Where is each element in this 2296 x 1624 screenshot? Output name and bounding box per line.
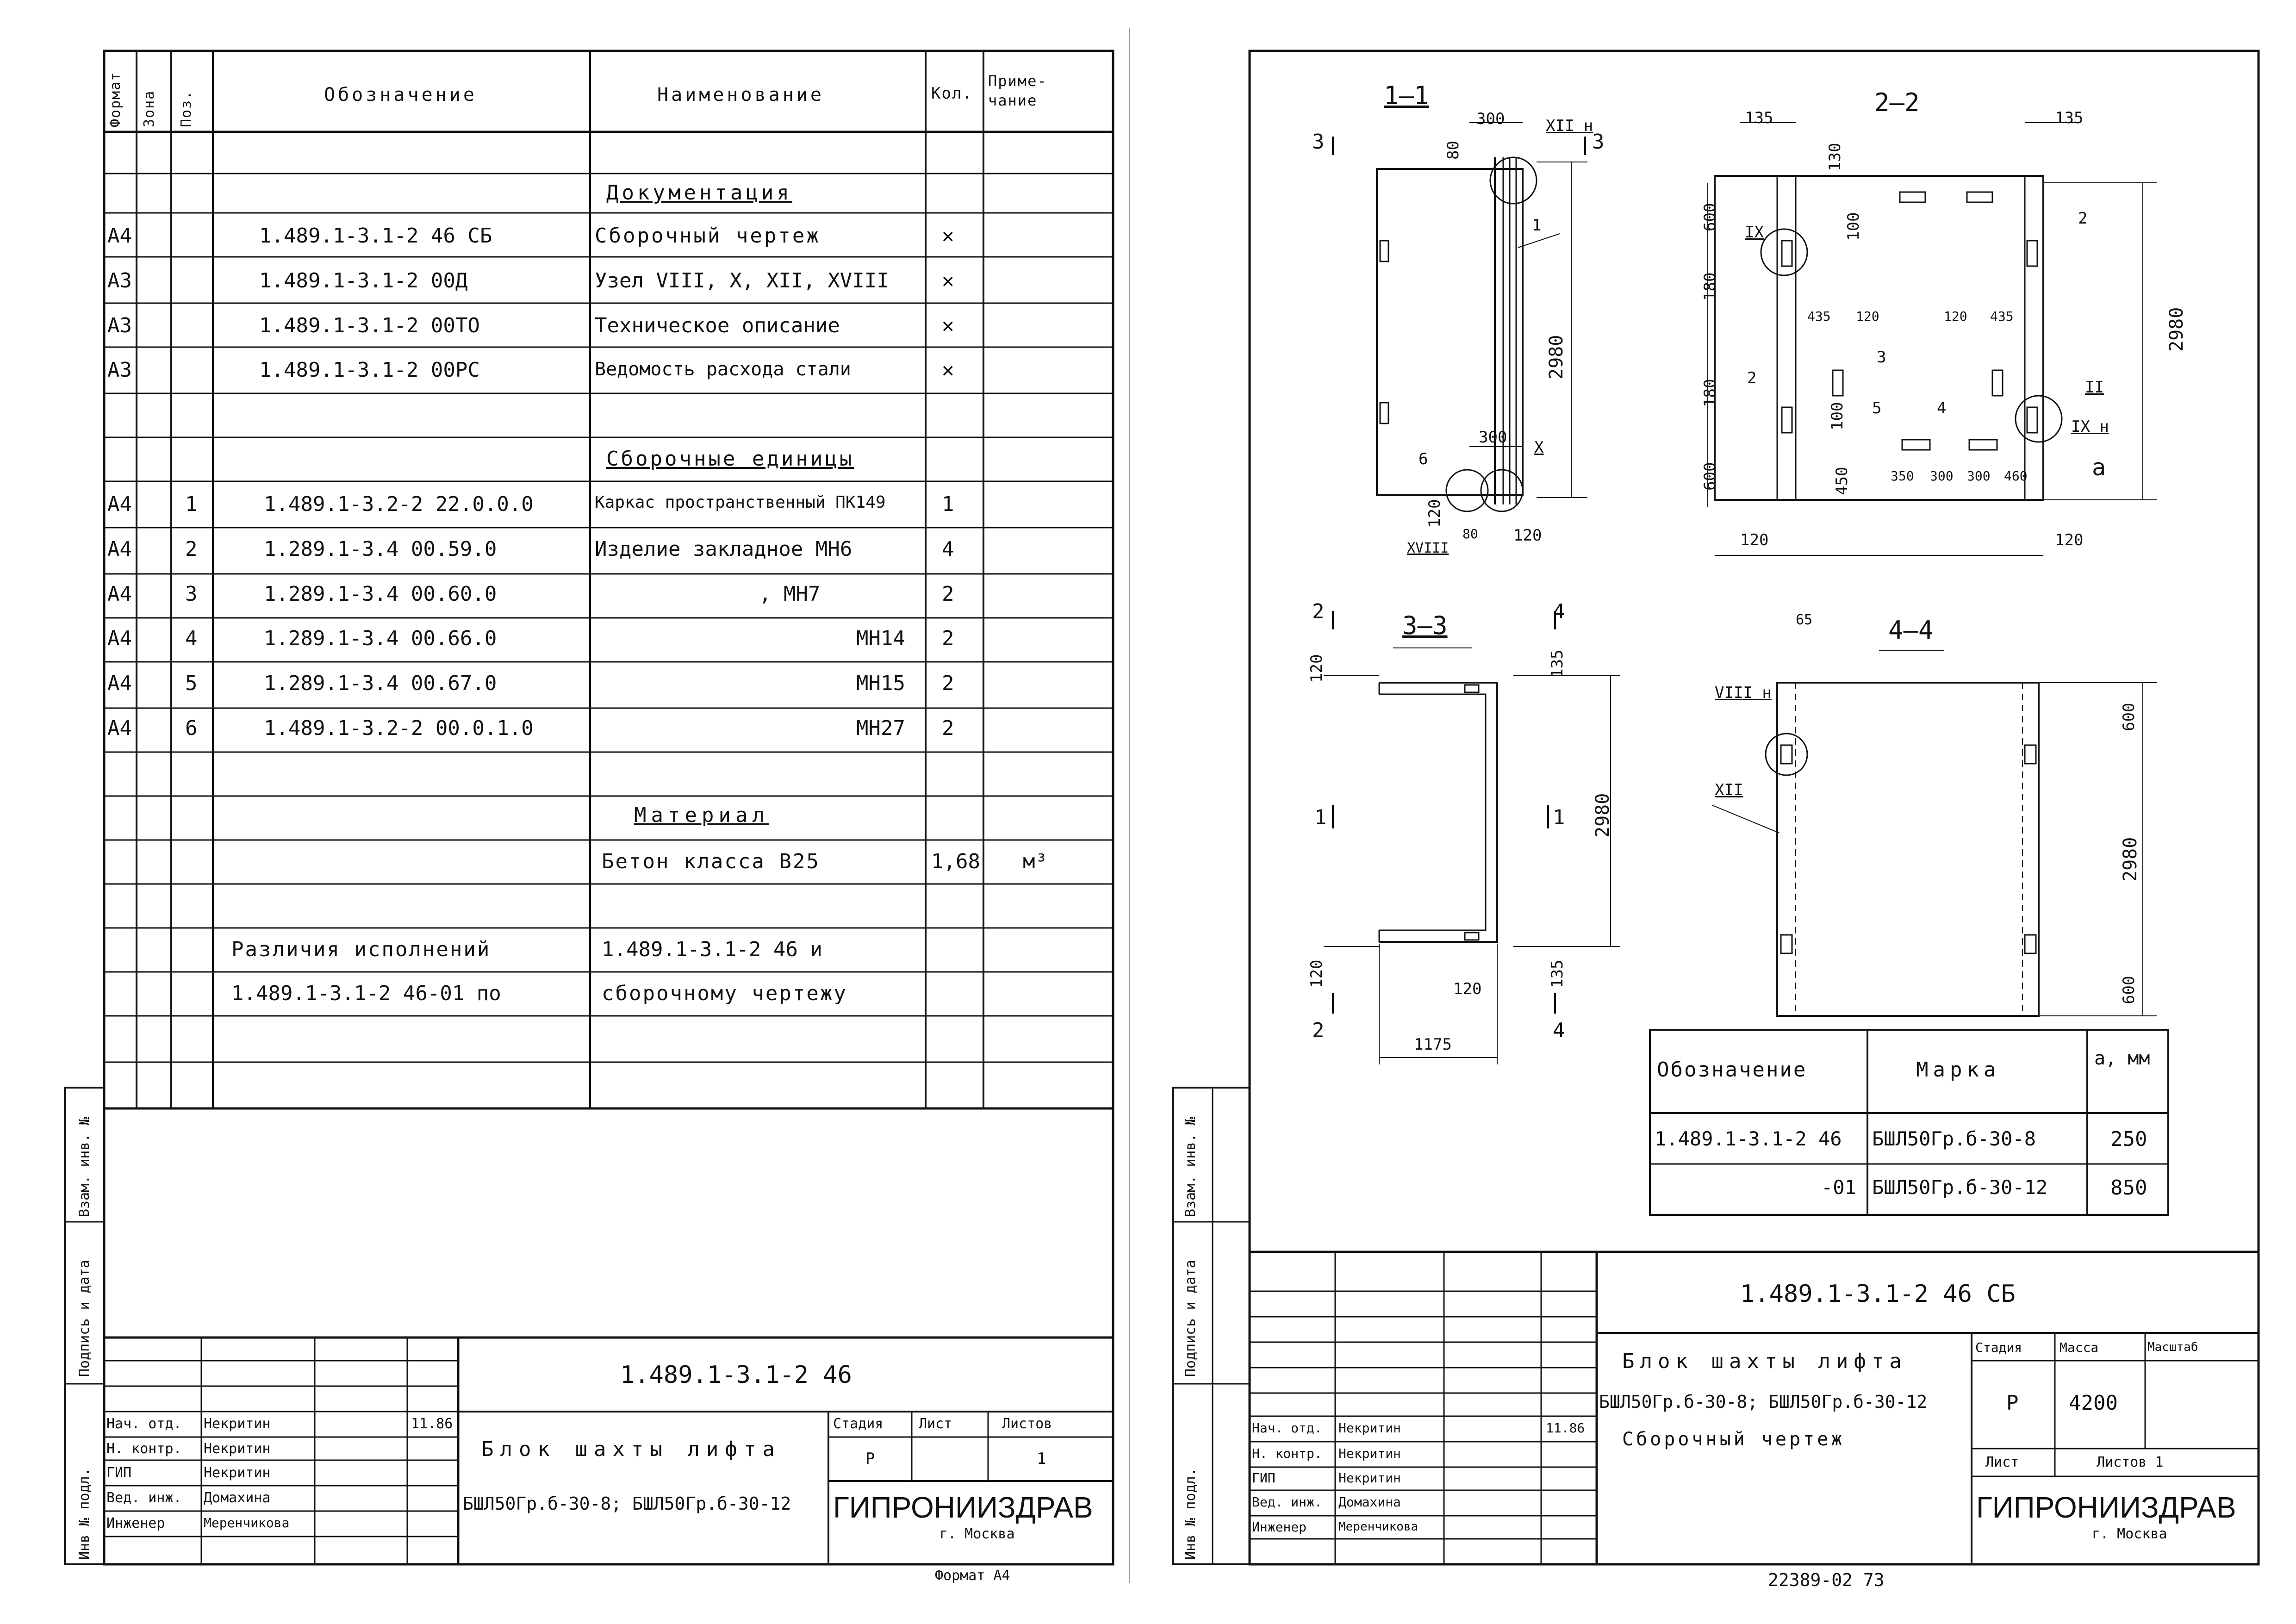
position-number: 2 xyxy=(2078,209,2088,228)
node-label: XII xyxy=(1715,781,1743,799)
header-name: Наименование xyxy=(657,84,824,106)
node-label: IX н xyxy=(2071,417,2109,436)
right-stage-label: Стадия xyxy=(1975,1340,2022,1355)
position-number: 4 xyxy=(1937,399,1947,417)
left-title-code: 1.489.1-3.1-2 46 xyxy=(620,1361,852,1389)
right-stage-value: Р xyxy=(2006,1391,2019,1415)
side-stamp-sign-date: Подпись и дата xyxy=(76,1260,93,1377)
header-designation: Обозначение xyxy=(324,84,477,106)
cut-mark: 2 xyxy=(1312,1019,1325,1042)
variants-line1-left: Различия исполнений xyxy=(231,938,491,961)
position-number: 2 xyxy=(1747,369,1757,387)
side-stamp-sign-date: Подпись и дата xyxy=(1182,1260,1199,1377)
left-title-line1: Блок шахты лифта xyxy=(481,1437,781,1461)
marks-table-cell: 850 xyxy=(2110,1176,2147,1200)
header-format: Формат xyxy=(107,71,124,127)
material-unit: м³ xyxy=(1023,850,1047,873)
variants-line2-left: 1.489.1-3.1-2 46-01 по xyxy=(231,982,501,1005)
left-title-line2: БШЛ50Гр.б-30-8; БШЛ50Гр.б-30-12 xyxy=(463,1493,791,1514)
position-number: 1 xyxy=(1532,216,1542,235)
right-title-line1: Блок шахты лифта xyxy=(1622,1350,1907,1373)
marks-table-cell: 250 xyxy=(2110,1127,2147,1151)
right-scale-label: Масштаб xyxy=(2147,1340,2198,1354)
marks-table-cell: БШЛ50Гр.б-30-12 xyxy=(1872,1176,2048,1199)
cut-mark: 1 xyxy=(1314,806,1327,829)
header-zone: Зона xyxy=(141,90,157,127)
right-mass-value: 4200 xyxy=(2069,1391,2118,1415)
right-sheet-label: Лист xyxy=(1985,1454,2019,1470)
cut-mark: 3 xyxy=(1312,130,1325,154)
cut-mark: 3 xyxy=(1592,130,1605,154)
section-material: Материал xyxy=(634,803,769,827)
marks-table-header: Марка xyxy=(1916,1058,2001,1082)
section-label-1-1: 1—1 xyxy=(1384,81,1429,110)
section-documentation: Документация xyxy=(606,181,792,205)
left-format-note: Формат А4 xyxy=(935,1568,1010,1584)
material-name: Бетон класса В25 xyxy=(602,850,820,873)
right-sheets-label: Листов 1 xyxy=(2097,1454,2164,1470)
left-stage-label: Стадия xyxy=(833,1416,884,1432)
right-org-name: ГИПРОНИИЗДРАВ xyxy=(1976,1491,2236,1524)
node-label: XII н xyxy=(1546,117,1593,135)
right-title-code: 1.489.1-3.1-2 46 СБ xyxy=(1740,1280,2016,1308)
node-label: VIII н xyxy=(1715,684,1772,702)
left-sheets-label: Листов xyxy=(1002,1416,1052,1432)
node-label: X xyxy=(1534,438,1544,457)
cut-mark: 4 xyxy=(1553,600,1565,623)
node-label: XVIII xyxy=(1407,540,1449,556)
marks-table-cell: БШЛ50Гр.б-30-8 xyxy=(1872,1127,2036,1150)
marks-table-cell: -01 xyxy=(1821,1176,1856,1199)
material-qty: 1,68 xyxy=(931,850,980,873)
side-stamp-vzam: Взам. инв. № xyxy=(1182,1117,1199,1217)
left-sheet-label: Лист xyxy=(919,1416,952,1432)
section-label-4-4: 4—4 xyxy=(1888,616,1934,645)
side-stamp-inv-orig: Инв № подл. xyxy=(1182,1468,1199,1560)
section-label-3-3: 3—3 xyxy=(1402,611,1448,640)
right-org-city: г. Москва xyxy=(2092,1526,2167,1542)
cut-mark: 4 xyxy=(1553,1019,1565,1042)
left-stage-value: Р xyxy=(865,1450,875,1468)
header-note: Приме-чание xyxy=(988,72,1047,109)
variants-line2-right: сборочному чертежу xyxy=(602,982,847,1005)
right-title-line2: БШЛ50Гр.б-30-8; БШЛ50Гр.б-30-12 xyxy=(1599,1392,1928,1412)
section-assembly-units: Сборочные единицы xyxy=(606,447,854,471)
right-mass-label: Масса xyxy=(2060,1340,2099,1355)
header-pos: Поз. xyxy=(178,90,194,127)
position-number: 3 xyxy=(1877,348,1886,367)
cut-mark: 1 xyxy=(1553,806,1565,829)
cut-mark: 2 xyxy=(1312,600,1325,623)
node-label: II xyxy=(2085,378,2104,397)
left-org-name: ГИПРОНИИЗДРАВ xyxy=(833,1491,1093,1524)
position-number: 6 xyxy=(1419,450,1428,468)
marks-table-header: а, мм xyxy=(2094,1048,2150,1069)
marks-table-header: Обозначение xyxy=(1657,1058,1807,1082)
header-qty: Кол. xyxy=(931,84,973,103)
variants-line1-right: 1.489.1-3.1-2 46 и xyxy=(602,938,822,961)
right-bottom-code: 22389-02 73 xyxy=(1768,1570,1885,1590)
side-stamp-vzam: Взам. инв. № xyxy=(76,1117,93,1217)
left-sheets-value: 1 xyxy=(1037,1450,1046,1468)
node-label: IX xyxy=(1745,223,1764,242)
side-stamp-inv-orig: Инв № подл. xyxy=(76,1468,93,1560)
position-number: 5 xyxy=(1872,399,1882,417)
right-title-line3: Сборочный чертеж xyxy=(1622,1429,1845,1450)
section-label-2-2: 2—2 xyxy=(1874,88,1920,117)
marks-table-cell: 1.489.1-3.1-2 46 xyxy=(1655,1127,1842,1150)
left-org-city: г. Москва xyxy=(940,1526,1015,1542)
